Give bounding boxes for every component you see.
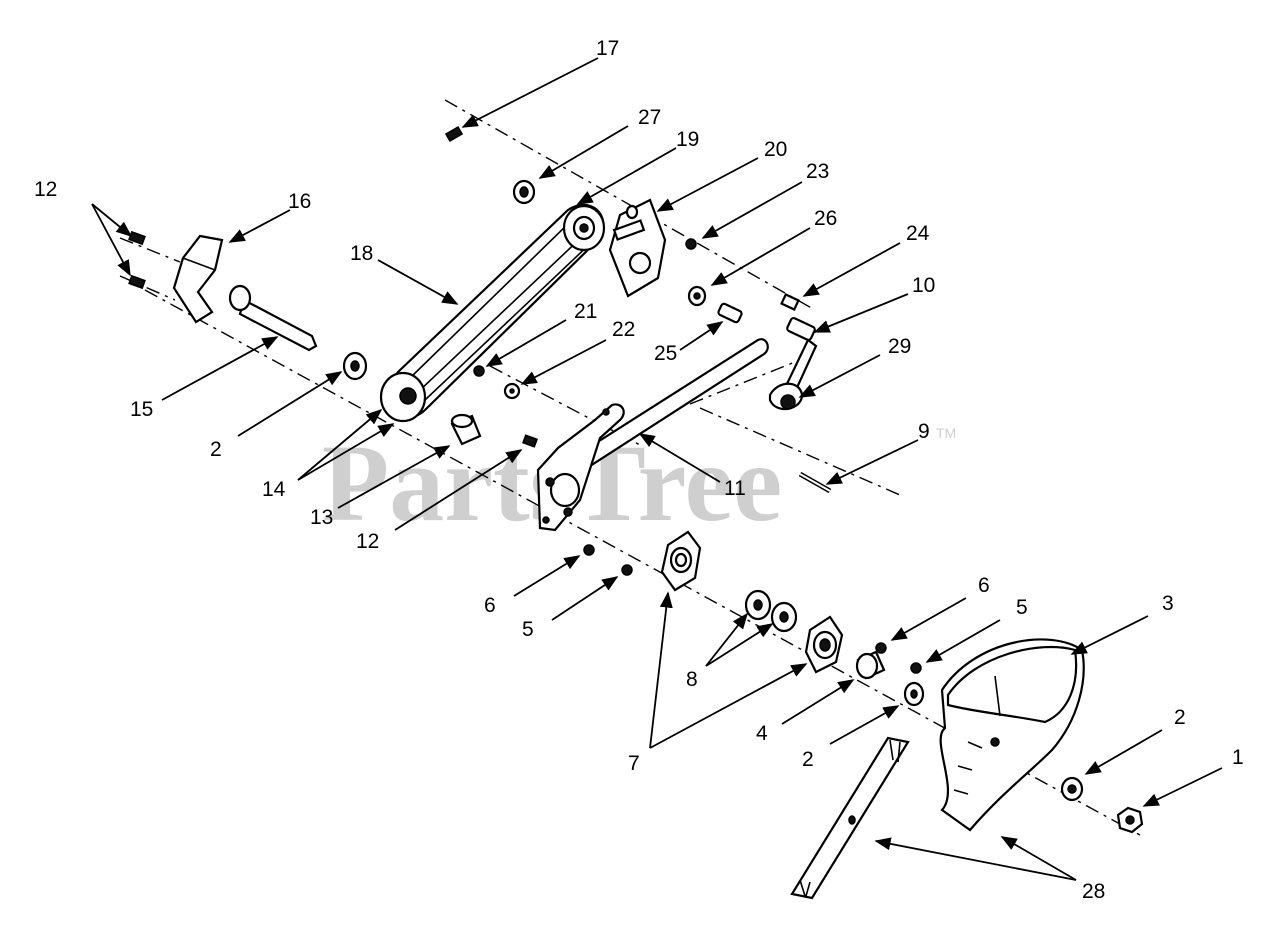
- part-16-guard: [172, 234, 224, 324]
- part-4-spacer: [855, 650, 886, 680]
- callout-9: 9: [918, 420, 930, 443]
- part-28-blade: [790, 736, 910, 900]
- callout-14: 14: [262, 478, 286, 501]
- callout-12-upper: 12: [34, 178, 57, 201]
- part-2-washer-upper: [342, 351, 368, 381]
- part-13-spacer: [450, 413, 482, 446]
- callout-2-upper: 2: [210, 438, 222, 461]
- callout-17: 17: [596, 37, 619, 60]
- part-10-lever: [768, 317, 818, 411]
- part-17-set-screw: [444, 126, 464, 142]
- part-18-belt-assembly: [379, 203, 606, 423]
- callout-5-left: 5: [522, 618, 534, 641]
- callout-16: 16: [288, 190, 311, 213]
- leader-lines: [91, 57, 1223, 881]
- callout-labels: 17 27 19 20 23 26 24 10 29 12 16 18 21 2…: [34, 37, 1244, 903]
- part-25-bolt: [717, 302, 743, 324]
- callout-5-right: 5: [1016, 596, 1028, 619]
- callout-18: 18: [350, 242, 373, 265]
- part-2-washer-middle: [903, 681, 925, 707]
- part-2-washer-lower: [1060, 776, 1084, 802]
- part-23-nut: [685, 238, 697, 250]
- callout-26: 26: [814, 207, 837, 230]
- part-9-pin: [798, 471, 832, 494]
- callout-11: 11: [724, 477, 746, 500]
- callout-7: 7: [628, 752, 640, 775]
- callout-23: 23: [806, 160, 829, 183]
- part-22-washer: [503, 382, 521, 400]
- callout-6-right: 6: [978, 574, 990, 597]
- callout-1: 1: [1232, 746, 1244, 769]
- part-15-bolt: [228, 284, 318, 352]
- callout-27: 27: [638, 106, 661, 129]
- callout-19: 19: [676, 128, 699, 151]
- callout-24: 24: [906, 222, 930, 245]
- callout-15: 15: [130, 398, 153, 421]
- callout-20: 20: [764, 138, 787, 161]
- callout-29: 29: [888, 335, 911, 358]
- callout-6-left: 6: [484, 594, 496, 617]
- callout-13: 13: [310, 506, 333, 529]
- callout-12-lower: 12: [356, 530, 379, 553]
- plate-bracket: [536, 403, 625, 532]
- part-20-bracket: [608, 198, 667, 298]
- part-12-screws-upper: [128, 230, 146, 290]
- part-7-flange-left: [660, 530, 702, 592]
- part-8-bearings: [744, 589, 798, 633]
- callout-4: 4: [756, 722, 768, 745]
- part-6-nut-right: [875, 642, 887, 654]
- callout-2-middle: 2: [802, 748, 814, 771]
- callout-25: 25: [654, 342, 677, 365]
- callout-2-lower: 2: [1174, 706, 1186, 729]
- part-7-flange-right: [804, 615, 844, 674]
- callout-8: 8: [686, 668, 698, 691]
- part-3-auger-housing: [939, 638, 1085, 832]
- part-24-bolt: [780, 293, 800, 311]
- part-1-nut: [1116, 806, 1144, 834]
- part-27-washer: [512, 179, 536, 205]
- part-12-screw-lower: [522, 434, 538, 448]
- part-6-nut-left: [583, 544, 595, 556]
- callout-22: 22: [612, 318, 635, 341]
- callout-28: 28: [1082, 880, 1105, 903]
- callout-21: 21: [574, 300, 597, 323]
- part-21-nut: [473, 365, 485, 377]
- part-5-nut-left: [621, 564, 633, 576]
- part-5-nut-right: [910, 662, 922, 674]
- part-11-shaft: [583, 338, 769, 468]
- callout-10: 10: [912, 274, 935, 297]
- watermark-trademark: TM: [936, 425, 956, 441]
- part-26-washer: [687, 285, 707, 307]
- assembly-centerlines: [119, 99, 1141, 836]
- callout-3: 3: [1162, 592, 1174, 615]
